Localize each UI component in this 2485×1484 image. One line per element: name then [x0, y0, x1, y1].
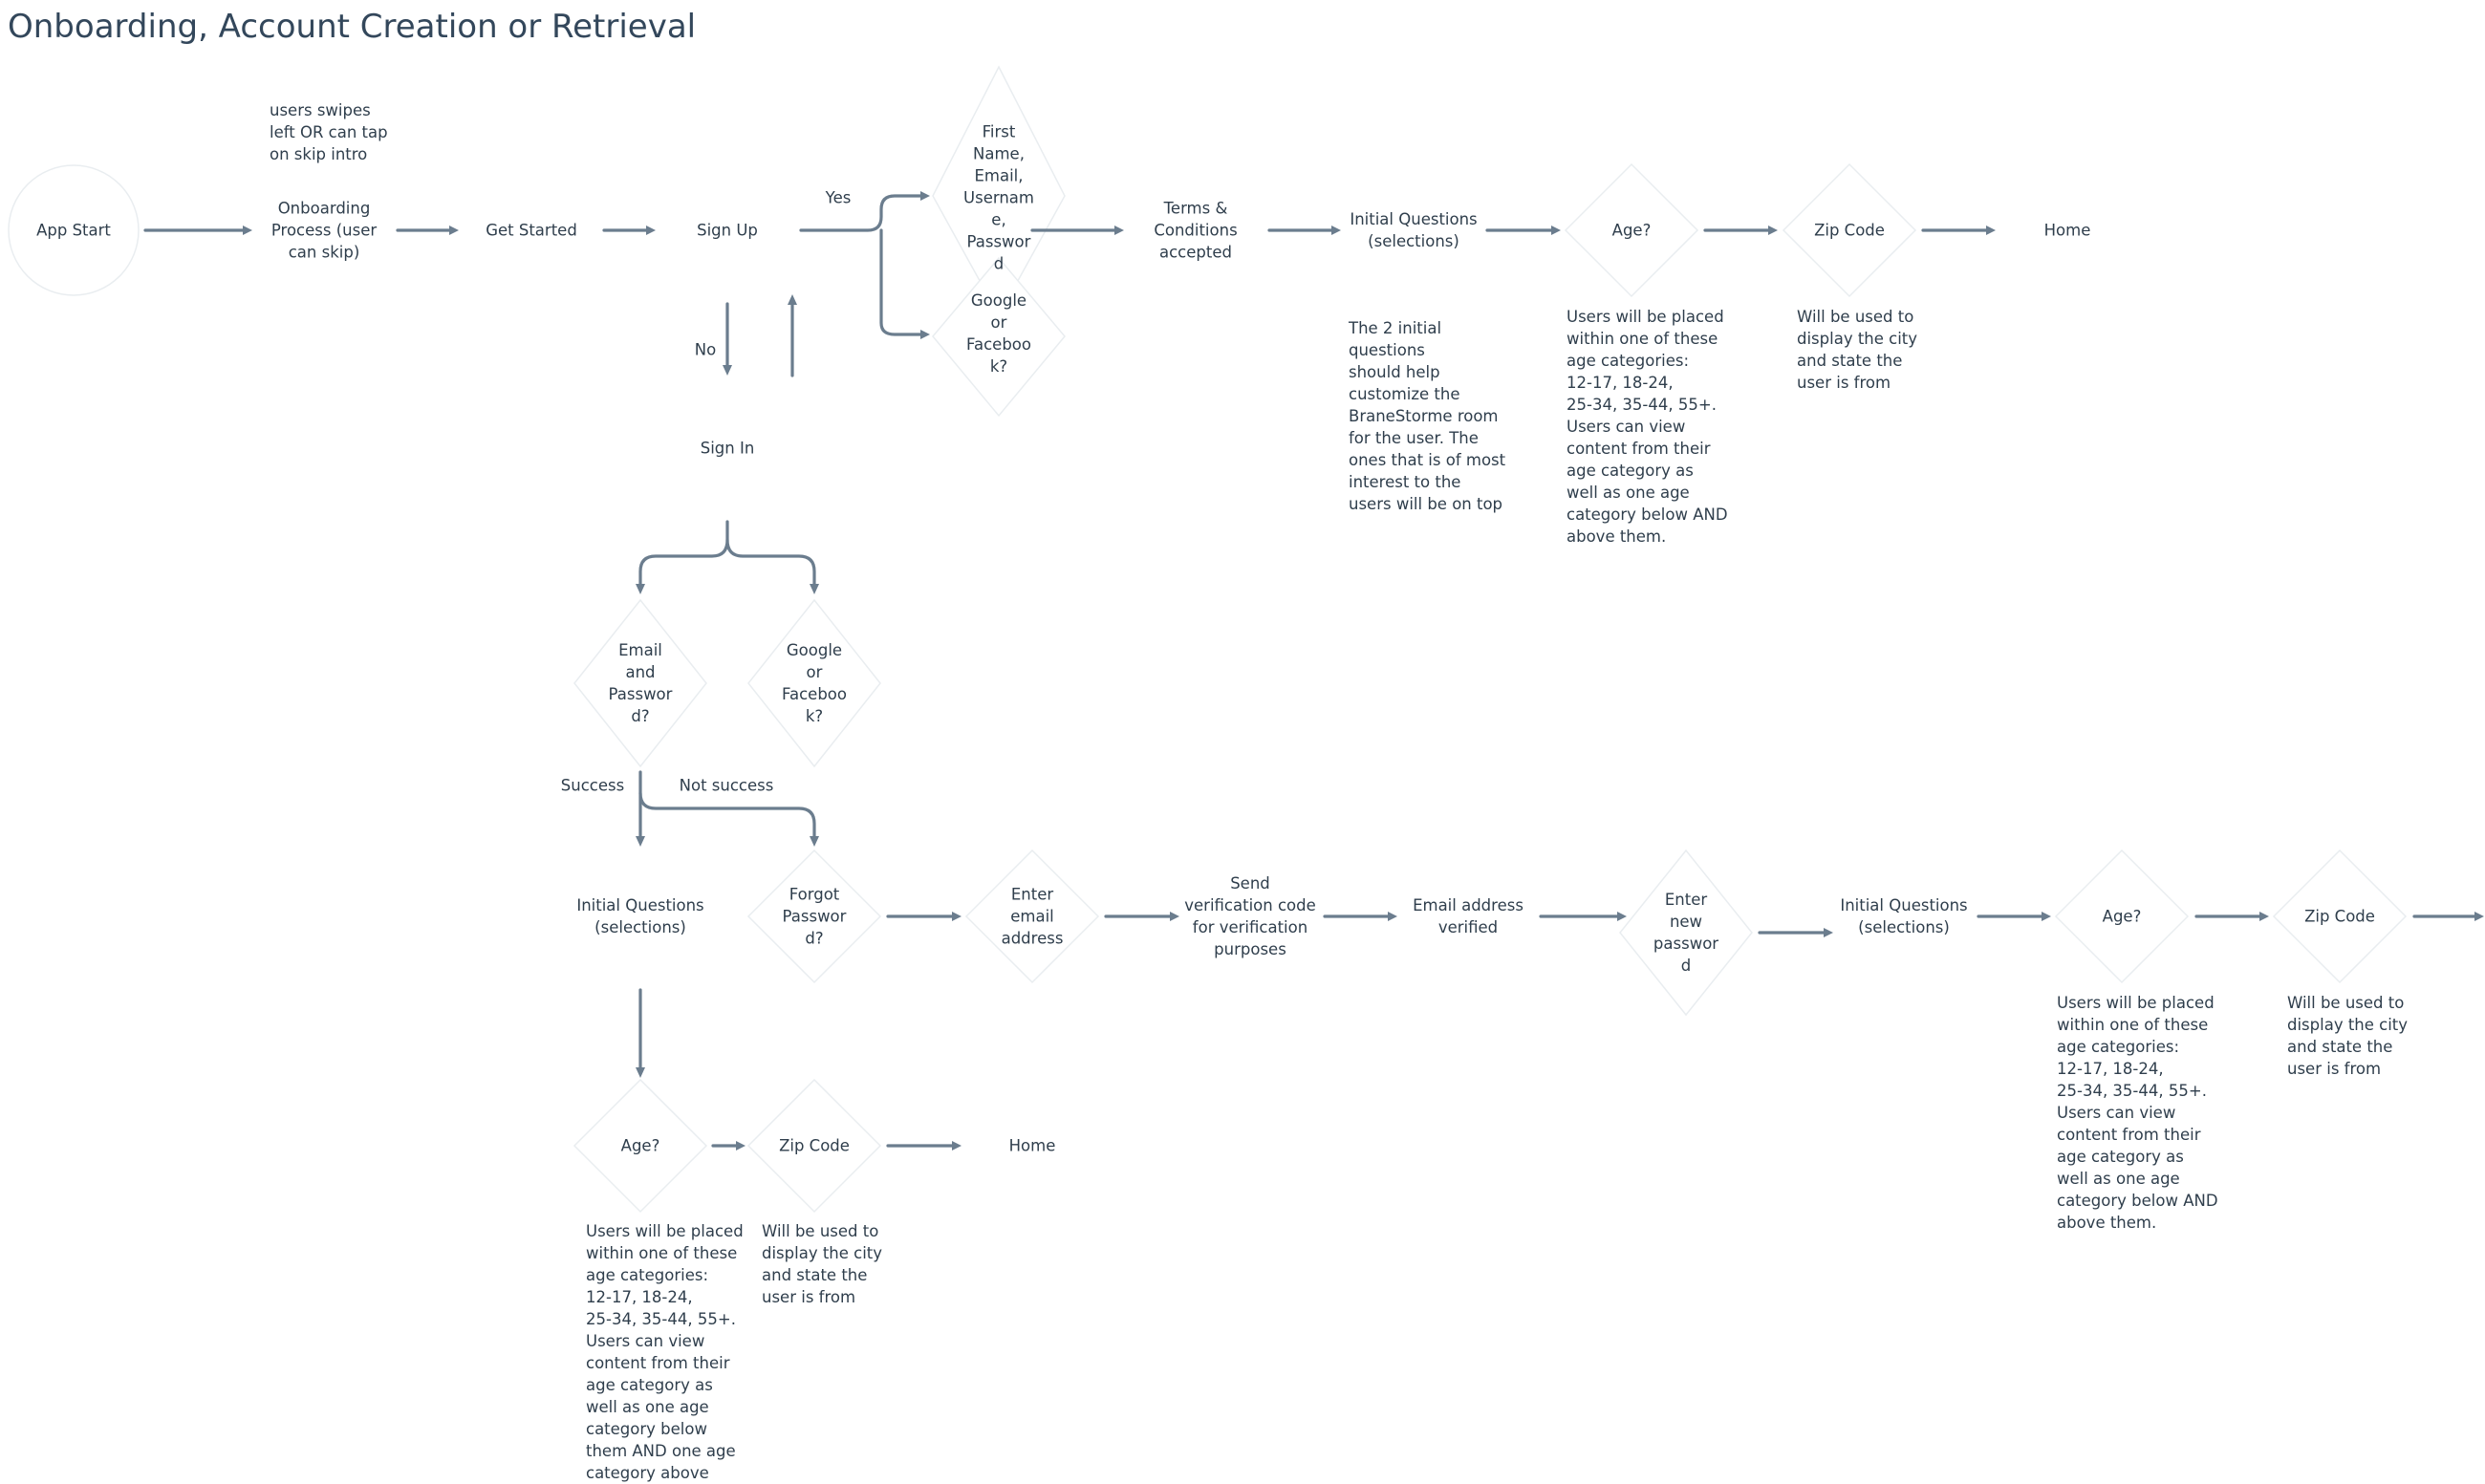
arrowhead [723, 365, 732, 376]
edge-label-no: No [694, 340, 717, 359]
arrowhead [1617, 912, 1627, 921]
arrowhead [636, 584, 645, 594]
arrowhead [2474, 912, 2484, 921]
arrowhead [2259, 912, 2269, 921]
node-home-top: Home [2043, 221, 2091, 240]
enter-email-diamond [964, 849, 1100, 984]
node-forgot-pw: Forgot Passwor d? [782, 885, 847, 948]
arrowhead [1986, 226, 1996, 235]
arrowhead [1388, 912, 1397, 921]
age-top-diamond [1564, 162, 1699, 298]
node-initial-q-top: Initial Questions (selections) [1350, 210, 1478, 250]
arrowhead [1768, 226, 1778, 235]
node-first-name: First Name, Email, Usernam e, Passwor d [963, 122, 1034, 273]
arrowhead [920, 191, 930, 201]
node-home-bottom: Home [1008, 1136, 1056, 1155]
app-start-circle [8, 164, 140, 296]
edge-label-success: Success [560, 776, 625, 795]
arrowhead [952, 912, 962, 921]
arrow-signup-branch [799, 194, 924, 232]
node-initial-q-mid: Initial Questions (selections) [1840, 896, 1968, 936]
email-pw-diamond [573, 598, 707, 768]
node-enter-new-pw: Enter new passwor d [1653, 891, 1719, 975]
arrowhead [1824, 928, 1833, 937]
node-age-top: Age? [1611, 221, 1652, 240]
node-sign-up: Sign Up [697, 221, 758, 240]
arrowhead [920, 330, 930, 339]
shapes [8, 65, 2408, 1214]
node-age-mid: Age? [2102, 907, 2142, 926]
arrow-signin-google [725, 538, 816, 587]
node-email-pw: Email and Passwor d? [608, 641, 673, 725]
note-zip-mid: Will be used to display the city and sta… [2287, 994, 2409, 1078]
note-age-mid: Users will be placed within one of these… [2057, 994, 2218, 1232]
arrowhead [2042, 912, 2051, 921]
node-sign-in: Sign In [700, 439, 755, 458]
zip-bottom-diamond [746, 1078, 882, 1214]
age-mid-diamond [2054, 849, 2190, 984]
edge-label-yes: Yes [825, 188, 852, 207]
note-zip-bottom: Will be used to display the city and sta… [762, 1222, 883, 1306]
forgot-pw-diamond [746, 849, 882, 984]
arrowhead [243, 226, 252, 235]
arrowhead [952, 1141, 962, 1151]
note-age-bottom: Users will be placed within one of these… [586, 1222, 744, 1482]
page-title: Onboarding, Account Creation or Retrieva… [8, 8, 697, 46]
node-google-fb-signup: Google or Faceboo k? [966, 291, 1031, 376]
edge-label-not-success: Not success [679, 776, 774, 795]
node-onboarding: Onboarding Process (user can skip) [270, 199, 378, 262]
arrowhead [1331, 226, 1341, 235]
age-bottom-diamond [573, 1078, 708, 1214]
arrow-branch-google [879, 228, 924, 336]
node-send-code: Send verification code for verification … [1184, 874, 1316, 958]
arrowhead [1170, 912, 1179, 921]
arrow-signin-split [638, 520, 729, 587]
google-fb-signup-diamond [932, 256, 1066, 418]
google-fb-signin-diamond [747, 598, 881, 768]
node-email-verified: Email address verified [1413, 896, 1523, 936]
node-google-fb-signin: Google or Faceboo k? [782, 641, 847, 725]
arrowhead [636, 836, 645, 847]
enter-new-pw-diamond [1619, 849, 1753, 1017]
arrowhead [449, 226, 459, 235]
node-initial-q-left: Initial Questions (selections) [576, 896, 704, 936]
node-zip-top: Zip Code [1814, 221, 1885, 240]
arrowhead [1114, 226, 1124, 235]
zip-mid-diamond [2272, 849, 2408, 984]
arrowhead [1551, 226, 1561, 235]
note-age-top: Users will be placed within one of these… [1567, 308, 1728, 546]
arrowhead [810, 836, 819, 847]
node-app-start: App Start [36, 221, 111, 240]
node-zip-bottom: Zip Code [779, 1136, 850, 1155]
node-zip-mid: Zip Code [2304, 907, 2375, 926]
note-zip-top: Will be used to display the city and sta… [1797, 308, 1918, 392]
node-terms: Terms & Conditions accepted [1154, 199, 1238, 262]
arrow-not-success [638, 791, 816, 839]
arrowhead [736, 1141, 746, 1151]
note-initial-questions: The 2 initial questions should help cust… [1349, 319, 1506, 513]
arrowhead [810, 584, 819, 594]
connectors [143, 191, 2484, 1151]
node-enter-email: Enter email address [1001, 885, 1064, 948]
node-get-started: Get Started [486, 221, 577, 240]
arrowhead [788, 294, 797, 305]
arrowhead [636, 1067, 645, 1078]
arrowhead [646, 226, 656, 235]
zip-top-diamond [1782, 162, 1917, 298]
node-age-bottom: Age? [620, 1136, 660, 1155]
note-onboarding: users swipes left OR can tap on skip int… [270, 101, 388, 163]
